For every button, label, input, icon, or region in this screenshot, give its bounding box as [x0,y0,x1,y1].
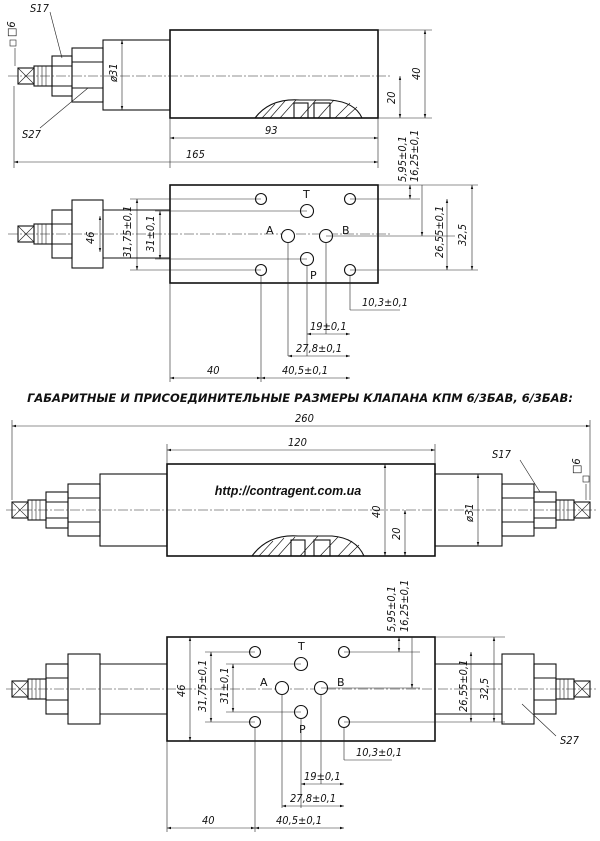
dims-face-single: 46 31,75±0,1 31±0,1 5,95±0,1 16,25±0,1 2… [84,130,478,382]
dim-325-double: 32,5 [478,678,491,700]
port-t-label: T [297,640,305,653]
dim-1625-double: 16,25±0,1 [398,580,411,632]
dim-square-6: □6 [5,21,18,37]
dim-31: 31±0,1 [144,215,157,252]
port-a-hole [280,228,296,244]
dim-20-double: 20 [390,527,403,540]
port-a-hole [274,680,290,696]
label-s17-double: S17 [492,448,512,461]
dim-40-bottom-double: 40 [202,814,215,827]
dim-40: 40 [410,67,423,80]
dim-19: 19±0,1 [310,320,347,333]
dim-103-double: 10,3±0,1 [356,746,402,759]
dim-2655: 26,55±0,1 [433,206,446,258]
label-s27-double: S27 [560,734,580,747]
dim-40-bottom: 40 [207,364,220,377]
label-s27: S27 [22,128,42,141]
dim-3175-double: 31,75±0,1 [196,660,209,712]
port-p-label: P [310,269,317,282]
dim-40-double: 40 [370,505,383,518]
port-p-label: P [299,723,306,736]
dim-120: 120 [288,436,307,449]
dims-face-double: 46 31,75±0,1 31±0,1 5,95±0,1 16,25±0,1 2… [166,580,580,832]
view-face-single: T A B P [8,184,392,284]
watermark-url: http://contragent.com.ua [215,484,362,498]
dim-278-double: 27,8±0,1 [290,792,336,805]
dim-46: 46 [84,231,97,244]
section-cutout [254,99,363,119]
hex-nut-s27 [71,47,104,103]
port-a-label: A [260,676,268,689]
port-a-label: A [266,224,274,237]
dim-20: 20 [385,91,398,104]
dim-405-double: 40,5±0,1 [276,814,322,827]
view-side-double: http://contragent.com.ua [6,463,596,557]
dim-595: 5,95±0,1 [396,136,409,182]
drawing-title: ГАБАРИТНЫЕ И ПРИСОЕДИНИТЕЛЬНЫЕ РАЗМЕРЫ К… [27,391,573,405]
dim-595-double: 5,95±0,1 [385,586,398,632]
dim-d31-double: ø31 [463,503,476,523]
label-s17: S17 [30,2,50,15]
view-side-single [8,29,392,119]
dim-2655-double: 26,55±0,1 [457,660,470,712]
dim-165: 165 [186,148,205,161]
dims-side-single: □6 S17 S27 ø31 40 20 93 165 [5,2,432,168]
dims-side-double: 260 120 S17 □6 40 20 ø31 [11,412,591,556]
dim-260: 260 [295,412,314,425]
port-b-label: B [337,676,345,689]
dim-square-6-double: □6 [570,458,583,474]
dim-3175: 31,75±0,1 [121,206,134,258]
dim-325: 32,5 [456,224,469,246]
dim-19-double: 19±0,1 [304,770,341,783]
dim-103: 10,3±0,1 [362,296,408,309]
dim-1625: 16,25±0,1 [408,130,421,182]
dim-d31: ø31 [107,63,120,83]
port-b-label: B [342,224,350,237]
port-t-label: T [302,188,310,201]
dim-93: 93 [265,124,278,137]
dim-46-double: 46 [175,684,188,697]
dim-31-double: 31±0,1 [218,667,231,704]
dim-405: 40,5±0,1 [282,364,328,377]
dim-278: 27,8±0,1 [296,342,342,355]
